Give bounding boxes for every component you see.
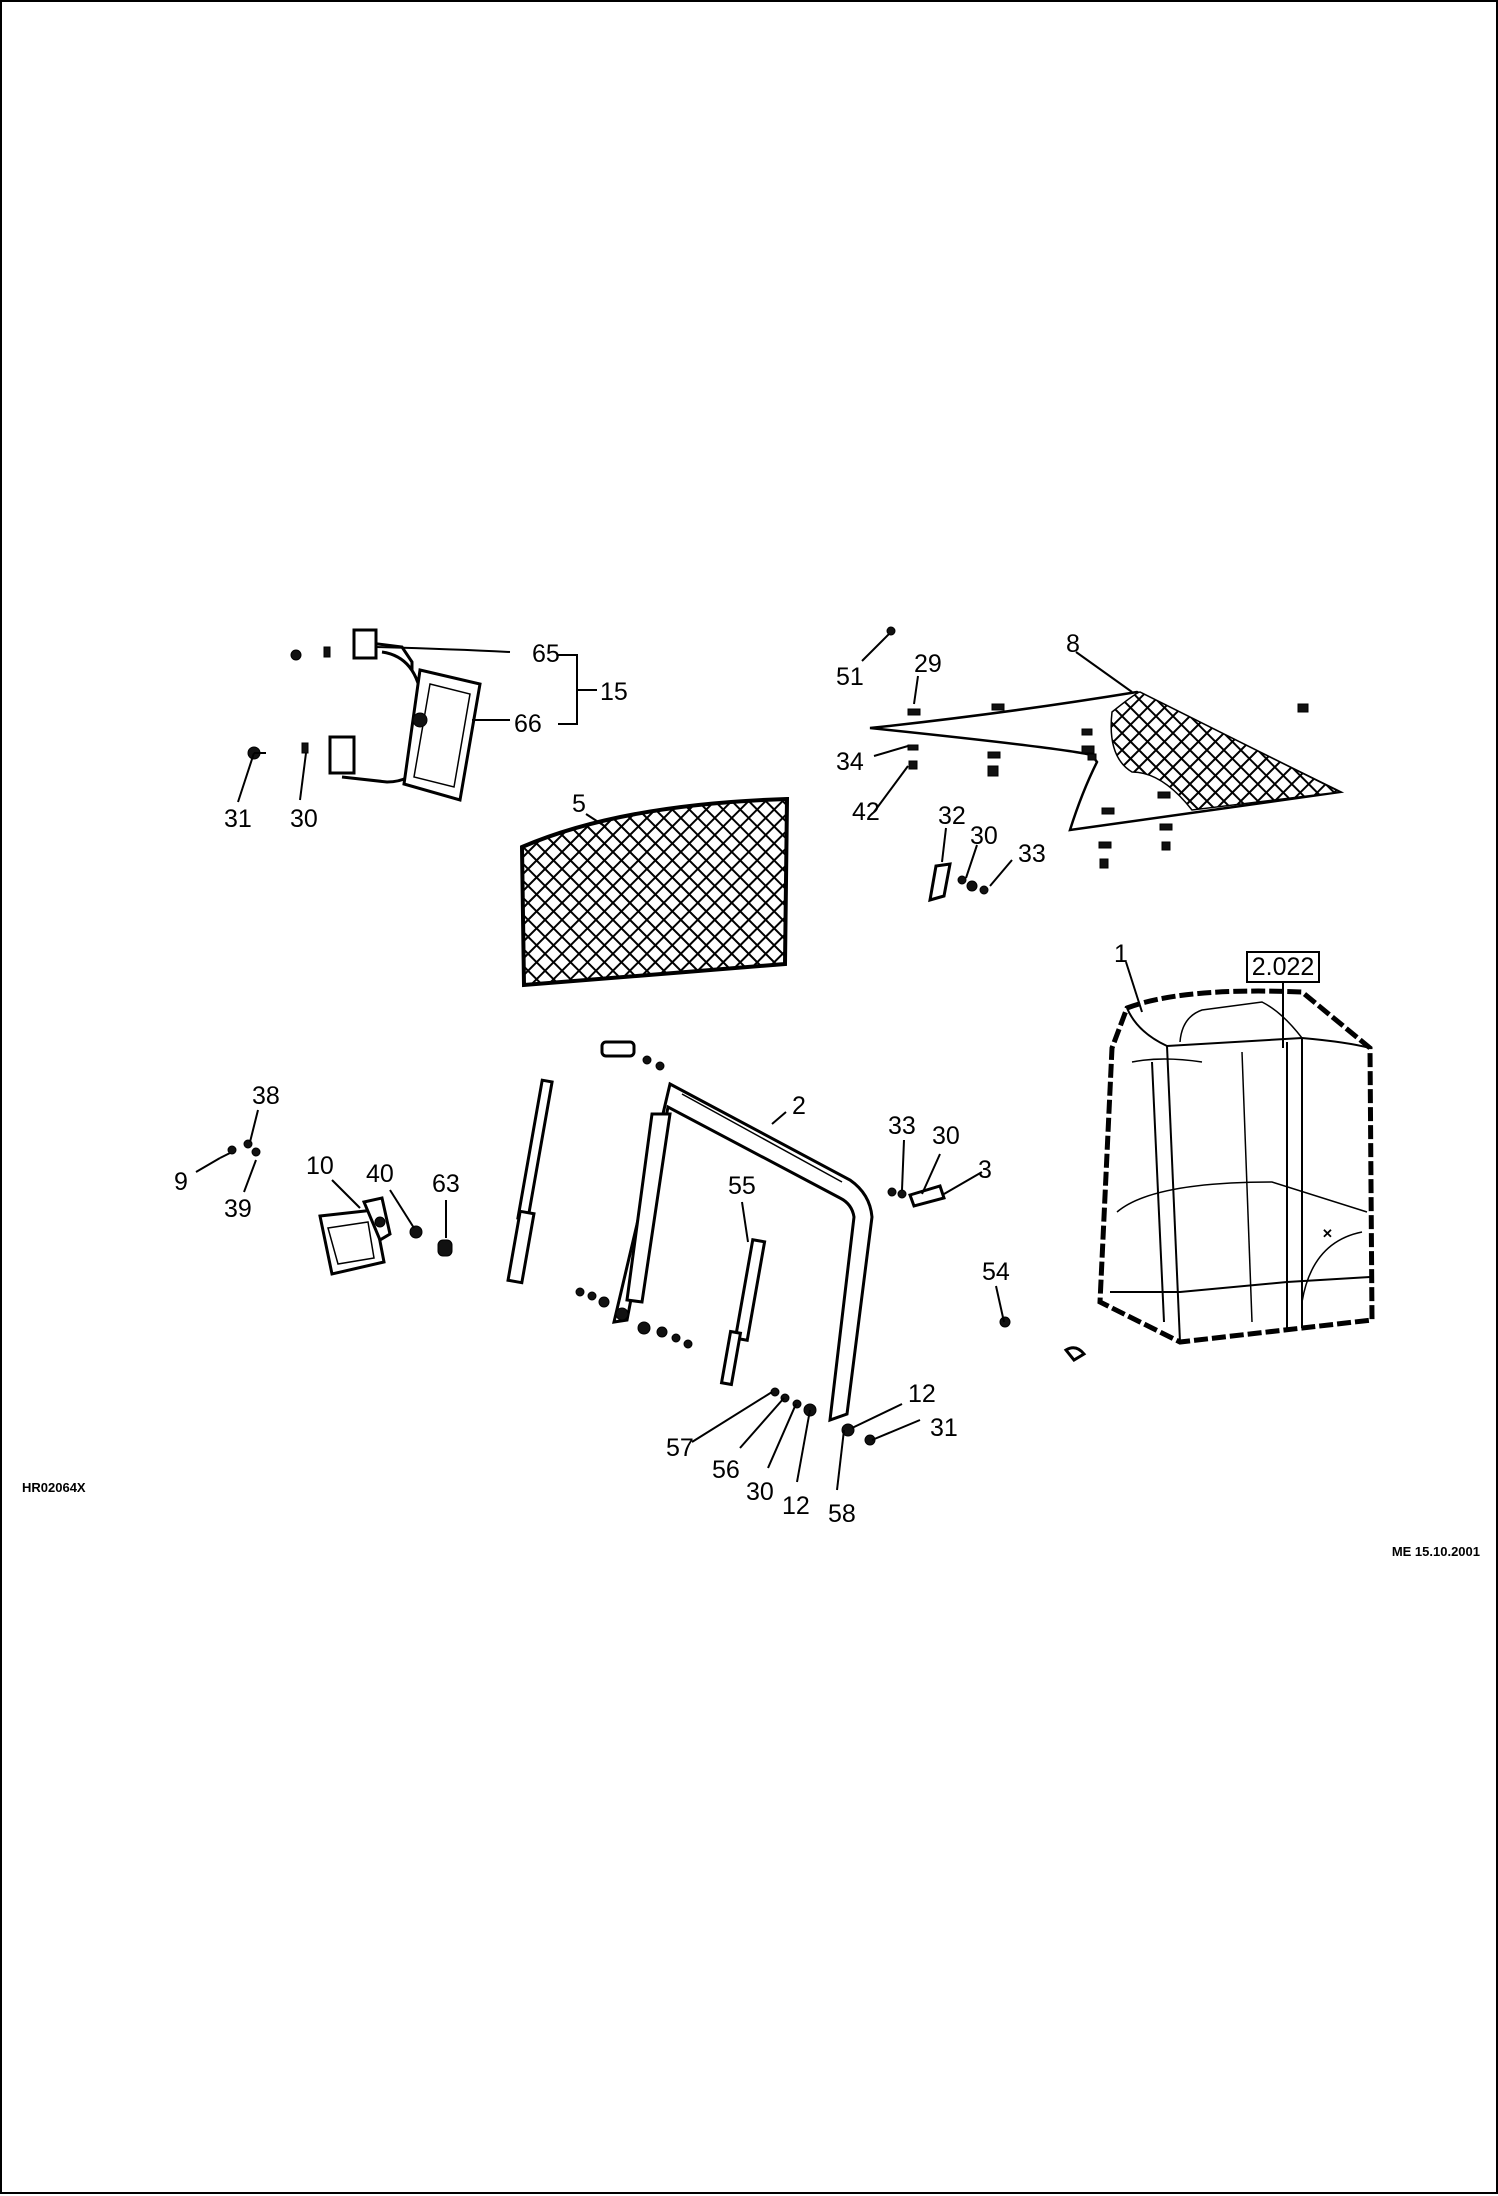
callout-32: 32 — [938, 802, 966, 830]
callout-57: 57 — [666, 1434, 694, 1462]
roof-window-pane — [869, 626, 1345, 903]
callout-56: 56 — [712, 1456, 740, 1484]
gas-strut-55 — [719, 1237, 767, 1387]
door-hinge-3 — [908, 1184, 946, 1208]
drawing-reference-code: HR02064X — [22, 1480, 86, 1495]
callout-5: 5 — [572, 790, 586, 818]
callout-33-door: 33 — [888, 1112, 916, 1140]
group-reference-box: 2.022 — [1246, 951, 1320, 1048]
callout-58: 58 — [828, 1500, 856, 1528]
callout-8: 8 — [1066, 630, 1080, 658]
mirror-housing — [402, 668, 482, 802]
callout-10: 10 — [306, 1152, 334, 1180]
callout-2: 2 — [792, 1092, 806, 1120]
callout-3: 3 — [978, 1156, 992, 1184]
callout-63: 63 — [432, 1170, 460, 1198]
callout-12-bottom: 12 — [782, 1492, 810, 1520]
mirror-bracket-top — [352, 628, 378, 660]
door-frame — [575, 1040, 874, 1423]
gas-strut-left — [506, 1078, 554, 1285]
callout-12-right: 12 — [908, 1380, 936, 1408]
callout-39: 39 — [224, 1195, 252, 1223]
callout-31-door: 31 — [930, 1414, 958, 1442]
callout-40: 40 — [366, 1160, 394, 1188]
callout-33-roof: 33 — [1018, 840, 1046, 868]
side-window-pane — [519, 796, 790, 988]
callout-15: 15 — [600, 678, 628, 706]
window-latch-handle — [928, 862, 952, 903]
callout-55: 55 — [728, 1172, 756, 1200]
small-fasteners — [219, 1139, 1087, 1446]
callout-30-roof: 30 — [970, 822, 998, 850]
callout-66: 66 — [514, 710, 542, 738]
callout-labels: 65 15 66 31 30 5 51 29 8 34 42 32 30 33 … — [174, 630, 1128, 1528]
callout-9: 9 — [174, 1168, 188, 1196]
callout-54: 54 — [982, 1258, 1010, 1286]
mirror-bracket-bottom — [328, 735, 356, 775]
callout-65: 65 — [532, 640, 560, 668]
svg-text:✕: ✕ — [1322, 1226, 1333, 1241]
mirror-assembly — [247, 628, 482, 802]
callout-51: 51 — [836, 663, 864, 691]
callout-34: 34 — [836, 748, 864, 776]
callout-42: 42 — [852, 798, 880, 826]
cab-frame: ✕ — [1097, 988, 1375, 1345]
callout-30-mirror: 30 — [290, 805, 318, 833]
callout-29: 29 — [914, 650, 942, 678]
door-handle-block — [600, 1040, 636, 1058]
callout-1: 1 — [1114, 940, 1128, 968]
callout-30-door: 30 — [932, 1122, 960, 1150]
group-reference-label: 2.022 — [1252, 953, 1315, 981]
work-light — [318, 1196, 453, 1276]
callout-38: 38 — [252, 1082, 280, 1110]
leader-lines — [195, 633, 1143, 1491]
callout-30-bottom: 30 — [746, 1478, 774, 1506]
callout-31-mirror: 31 — [224, 805, 252, 833]
drawing-date-stamp: ME 15.10.2001 — [1392, 1544, 1480, 1559]
